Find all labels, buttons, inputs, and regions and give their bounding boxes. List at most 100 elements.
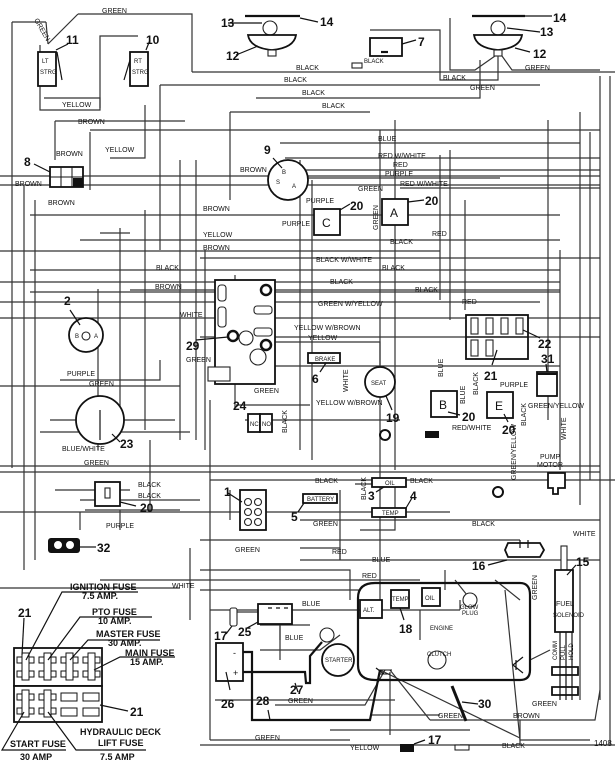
wire-label-purple-4: PURPLE bbox=[67, 371, 95, 378]
callout-7: 7 bbox=[418, 35, 425, 49]
wire-label-yellow-4: YELLOW bbox=[308, 335, 338, 342]
switch-7: 7 BLACK bbox=[351, 35, 425, 69]
pump-label-2: MOTOR bbox=[537, 462, 563, 469]
wire-label-green-yellow-3: GREEN/YELLOW bbox=[511, 424, 518, 480]
svg-text:STRG: STRG bbox=[132, 70, 149, 76]
wire-label-brown-9: BROWN bbox=[513, 713, 540, 720]
ignition-fuse-label: IGNITION FUSE bbox=[70, 582, 137, 592]
callout-6: 6 bbox=[312, 372, 319, 386]
wire-label-green-3: GREEN bbox=[525, 65, 550, 72]
start-fuse-label: START FUSE bbox=[10, 739, 66, 749]
wire-label-blue-white: BLUE/WHITE bbox=[62, 446, 105, 453]
oil-light-3: OIL 3 BLACK BLACK bbox=[361, 477, 433, 503]
wire-label-yellow-5: YELLOW bbox=[350, 745, 380, 752]
wire-harness bbox=[0, 13, 615, 746]
wire-label-green-yellow-2: GREEN/YELLOW bbox=[528, 403, 584, 410]
wire-label-black-4: BLACK bbox=[322, 103, 345, 110]
drawing-code: 1408 bbox=[594, 739, 612, 748]
wire-label-brown-8: BROWN bbox=[155, 284, 182, 291]
wire-label-purple-2: PURPLE bbox=[306, 198, 334, 205]
callout-5: 5 bbox=[291, 510, 298, 524]
callout-9: 9 bbox=[264, 143, 271, 157]
relay-20-b: B 20 BLUE RED/WHITE bbox=[430, 385, 492, 432]
switch-23: 23 BLUE/WHITE GREEN bbox=[62, 395, 134, 467]
temp-sender-label: TEMP bbox=[392, 597, 409, 603]
wire-label-red-white-1: RED W/WHITE bbox=[378, 153, 426, 160]
glow-label-1: GLOW bbox=[460, 605, 479, 611]
wire-label-blue-5: BLUE bbox=[302, 601, 321, 608]
wire-label-green-11: GREEN bbox=[313, 521, 338, 528]
wire-label-black-16: BLACK bbox=[521, 403, 528, 426]
wire-label-black-10: BLACK bbox=[415, 287, 438, 294]
svg-text:B: B bbox=[282, 170, 286, 176]
callout-31: 31 bbox=[541, 352, 555, 366]
wire-label-green-8: GREEN bbox=[84, 460, 109, 467]
wire-label-black-2: BLACK bbox=[284, 77, 307, 84]
wire-label-purple-3: PURPLE bbox=[282, 221, 310, 228]
wire-label-purple-5: PURPLE bbox=[106, 523, 134, 530]
wire-label-blue-2: BLUE bbox=[438, 358, 445, 377]
callout-19: 19 bbox=[386, 411, 400, 425]
callout-11: 11 bbox=[66, 33, 79, 47]
callout-17-lower: 17 bbox=[428, 733, 442, 747]
callout-10: 10 bbox=[146, 33, 160, 47]
ground-strap-30: 30 GREEN BROWN bbox=[438, 685, 540, 722]
oil-sender-label: OIL bbox=[425, 596, 435, 602]
wire-label-yellow-2: YELLOW bbox=[105, 147, 135, 154]
relay-letter-e: E bbox=[495, 399, 503, 413]
wire-label-green-10: GREEN bbox=[235, 547, 260, 554]
fuse-17-upper: 17 bbox=[214, 607, 238, 643]
wire-label-green-15: GREEN bbox=[255, 735, 280, 742]
callout-20-e: 20 bbox=[502, 423, 516, 437]
wire-label-blue-1: BLUE bbox=[378, 136, 397, 143]
relay-31: 31 GREEN/YELLOW PURPLE WHITE bbox=[500, 352, 584, 440]
wire-label-yellow-brown-1: YELLOW W/BROWN bbox=[294, 325, 361, 332]
relay-20-e: E 20 BLACK GREEN/YELLOW bbox=[486, 391, 528, 480]
wire-label-black-6: BLACK bbox=[390, 239, 413, 246]
wire-label-green-16: GREEN bbox=[438, 713, 463, 720]
wire-label-blue-3: BLUE bbox=[460, 385, 467, 404]
wire-label-red-white-2: RED W/WHITE bbox=[400, 181, 448, 188]
battery-26: - + 26 27 28 GREEN GREEN YELLOW bbox=[215, 641, 382, 752]
wire-label-red-4: RED bbox=[332, 549, 347, 556]
wire-label-white-1: WHITE bbox=[180, 312, 203, 319]
main-fuse-rating: 15 AMP. bbox=[130, 657, 164, 667]
seat-label: SEAT bbox=[371, 381, 387, 387]
wire-label-red-2: RED bbox=[432, 231, 447, 238]
wire-label-green-4: GREEN bbox=[358, 186, 383, 193]
callout-17-upper: 17 bbox=[214, 629, 228, 643]
wire-label-green-14: GREEN bbox=[288, 698, 313, 705]
wire-label-black-11: BLACK bbox=[156, 265, 179, 272]
wire-label-brown-1: BROWN bbox=[78, 119, 105, 126]
clutch-label: CLUTCH bbox=[427, 652, 451, 658]
wire-label-blue-4: BLUE bbox=[372, 557, 391, 564]
wire-label-black-5: BLACK bbox=[443, 75, 466, 82]
wire-label-green-5: GREEN bbox=[373, 205, 380, 230]
brake-switch-6: BRAKE 6 WHITE YELLOW W/BROWN bbox=[307, 352, 383, 407]
callout-20-left: 20 bbox=[140, 501, 154, 515]
wire-label-white-3: WHITE bbox=[561, 417, 568, 440]
wire-label-blue-6: BLUE bbox=[285, 635, 304, 642]
main-fuse-label: MAIN FUSE bbox=[125, 648, 175, 658]
wire-label-green-6: GREEN bbox=[186, 357, 211, 364]
wire-label-black-white: BLACK W/WHITE bbox=[316, 257, 372, 264]
wire-label-green-12: GREEN bbox=[532, 575, 539, 600]
wire-label-purple-6: PURPLE bbox=[500, 382, 528, 389]
fuse-block-legend: IGNITION FUSE 7.5 AMP. PTO FUSE 10 AMP. … bbox=[0, 582, 175, 762]
module-29: 29 GREEN bbox=[186, 279, 276, 385]
fuel-label: FUEL bbox=[556, 601, 574, 608]
fuse-17-lower: 17 BLACK bbox=[400, 733, 525, 752]
alt-label: ALT. bbox=[363, 608, 375, 614]
svg-text:S: S bbox=[276, 180, 280, 186]
regulator-16: 16 bbox=[472, 540, 546, 573]
battery-light-label: BATTERY bbox=[307, 497, 334, 503]
svg-text:A: A bbox=[292, 184, 296, 190]
wire-label-red-1: RED bbox=[393, 162, 408, 169]
wire-label-red-white-3: RED/WHITE bbox=[452, 425, 492, 432]
temp-light-label: TEMP bbox=[382, 511, 399, 517]
wire-label-yellow-brown-2: YELLOW W/BROWN bbox=[316, 400, 383, 407]
oil-light-label: OIL bbox=[385, 481, 395, 487]
wire-label-black-1: BLACK bbox=[296, 65, 319, 72]
svg-text:A: A bbox=[94, 334, 98, 340]
